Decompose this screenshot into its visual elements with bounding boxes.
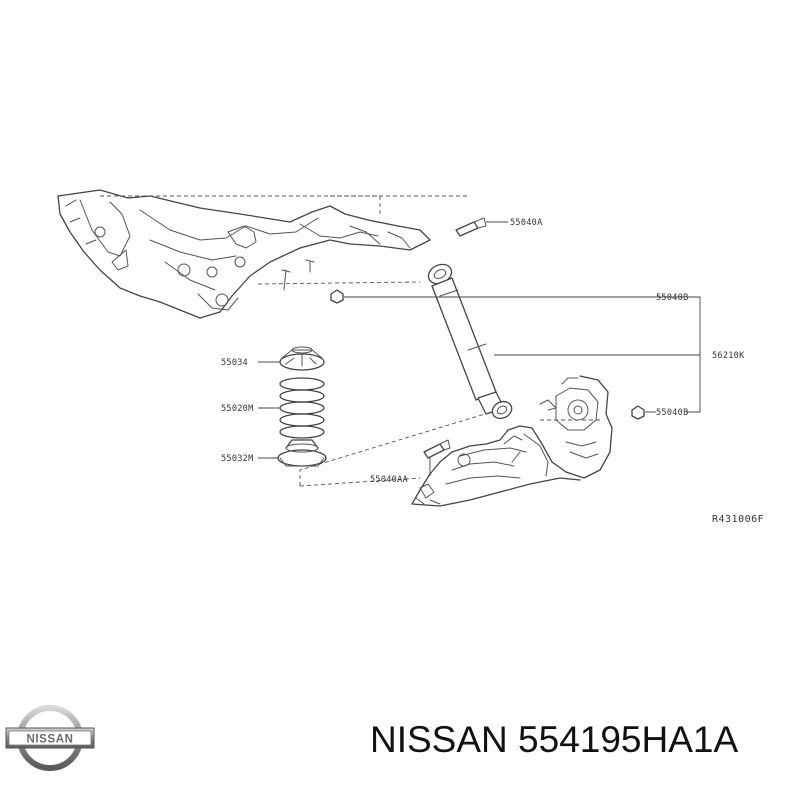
coil-spring-drawing <box>258 377 325 439</box>
nut-upper-drawing <box>330 289 684 304</box>
spring-seat-lower-drawing <box>258 439 327 467</box>
callout-55040B-lower: 55040B <box>656 408 689 418</box>
brand-part-number: NISSAN 554195HA1A <box>370 710 790 770</box>
part-number: 554195HA1A <box>518 719 739 760</box>
shock-absorber-drawing <box>427 263 513 420</box>
callout-55040AA: 55040AA <box>370 475 408 485</box>
rear-knuckle-drawing <box>411 375 613 507</box>
callout-55040B-upper: 55040B <box>656 293 689 303</box>
nut-lower-drawing <box>631 405 656 420</box>
bolt-55040A-drawing <box>455 217 508 237</box>
callout-55032M: 55032M <box>221 454 254 464</box>
nissan-logo: NISSAN <box>5 705 95 771</box>
logo-wordmark: NISSAN <box>26 734 73 746</box>
reference-code: R431006F <box>712 514 764 525</box>
spring-seat-upper-drawing <box>258 346 325 371</box>
brand-name: NISSAN <box>370 719 508 760</box>
callout-55034: 55034 <box>221 358 248 368</box>
callout-56210K: 56210K <box>712 351 745 361</box>
bolt-55040AA-drawing <box>423 439 451 476</box>
rear-subframe-drawing <box>57 189 431 319</box>
callout-55020M: 55020M <box>221 404 254 414</box>
callout-55040A: 55040A <box>510 218 543 228</box>
